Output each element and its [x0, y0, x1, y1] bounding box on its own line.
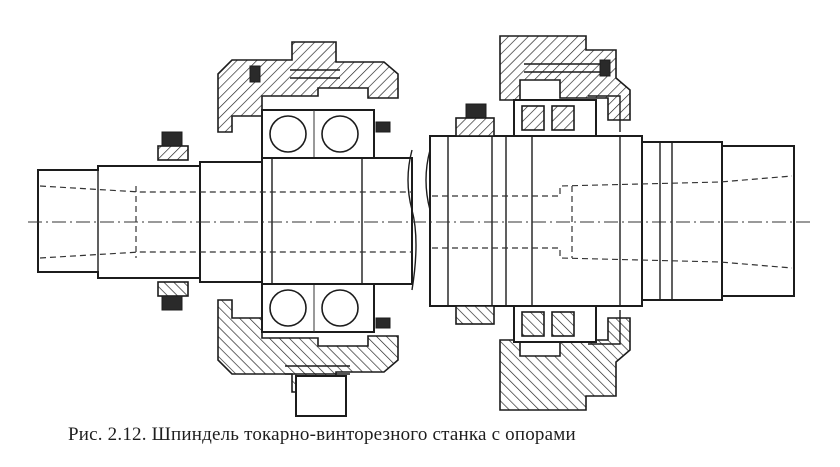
rear-housing-bottom	[499, 317, 631, 411]
bearing-ball	[321, 289, 359, 327]
spindle-journal	[261, 157, 413, 285]
figure-caption: Рис. 2.12. Шпиндель токарно-винторезного…	[68, 424, 576, 445]
front-lock-nut-top	[157, 145, 189, 161]
bearing-ball	[269, 115, 307, 153]
front-lock-nut-bottom	[157, 281, 189, 297]
rear-housing-top	[499, 35, 631, 121]
rear-support	[455, 35, 631, 411]
front-housing-top	[217, 41, 399, 133]
front-base-block	[295, 375, 347, 417]
spindle-rear-body	[429, 135, 643, 307]
front-nut-bottom	[161, 295, 183, 311]
spindle-assembly-drawing	[28, 35, 810, 417]
front-support	[157, 41, 399, 417]
bearing-ball	[269, 289, 307, 327]
front-nut-top	[161, 131, 183, 147]
spindle-tail	[641, 141, 723, 301]
spindle-shaft	[37, 135, 795, 307]
spindle-end-cap	[721, 145, 795, 297]
bearing-ball	[321, 115, 359, 153]
